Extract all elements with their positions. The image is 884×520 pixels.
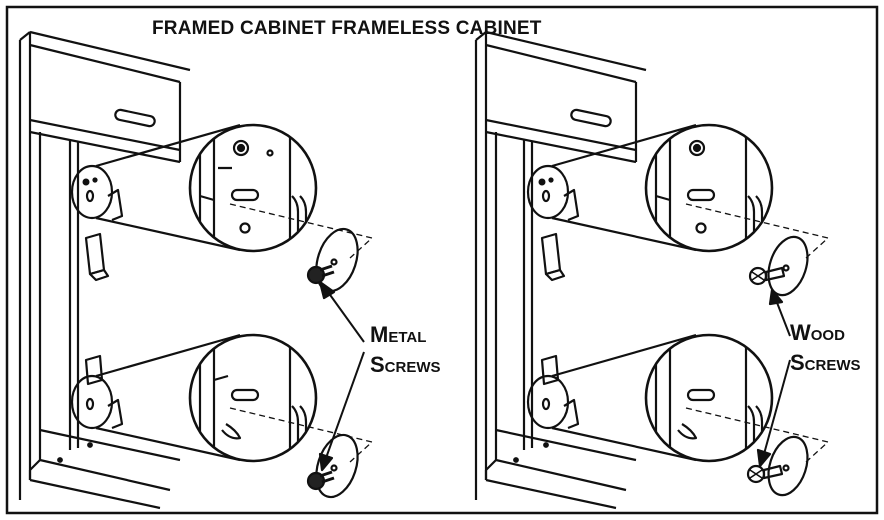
frameless-cabinet-illustration (474, 30, 829, 510)
title-frameless: FRAMELESS CABINET (331, 18, 542, 39)
wood-screws-callout: Wood Screws (790, 318, 861, 378)
framed-cabinet-illustration (18, 30, 373, 510)
metal-screw-icon (306, 470, 335, 491)
metal-screws-callout: Metal Screws (370, 320, 441, 380)
wood-callout-line1: Wood (790, 320, 845, 345)
wood-screw-icon (748, 266, 786, 286)
wood-screw-icon (746, 464, 784, 484)
outer-frame (5, 5, 879, 515)
metal-callout-line1: Metal (370, 322, 427, 347)
page-title: FRAMED CABINET FRAMELESS CABINET (152, 18, 542, 40)
metal-screw-icon (306, 264, 335, 285)
metal-callout-line2: Screws (370, 352, 441, 377)
wood-callout-line2: Screws (790, 350, 861, 375)
title-framed: FRAMED CABINET (152, 18, 326, 39)
